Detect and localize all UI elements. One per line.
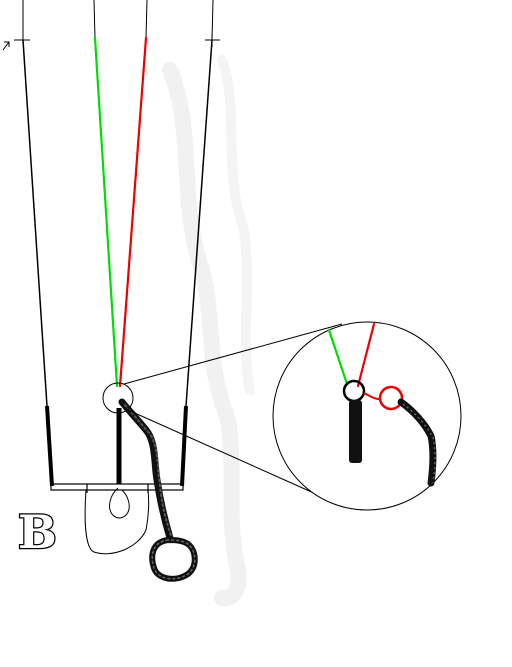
inset-circle: [272, 321, 462, 511]
cord-body: [118, 398, 174, 542]
inset-green-line: [327, 328, 349, 386]
base-inner-loop: [109, 487, 130, 519]
threads: [93, 36, 148, 388]
inset-red-line: [356, 322, 376, 388]
faint-mark: [217, 55, 255, 395]
base-rail: [50, 483, 184, 491]
inset-red-ring: [378, 385, 404, 411]
tube-walls: [2, 0, 220, 487]
cord-ring-texture: [151, 539, 196, 580]
cord-texture: [124, 404, 173, 539]
zoom-indicator: [102, 323, 343, 499]
arrow-mark: [2, 41, 10, 51]
base-assembly: [50, 483, 184, 555]
faint-background-marks: [162, 55, 255, 607]
zoom-source-circle: [102, 382, 134, 414]
left-wall-thick: [45, 405, 54, 487]
inner-left-line: [93, 0, 96, 39]
base-outer-loop: [84, 489, 150, 555]
green-line: [93, 36, 119, 388]
red-line: [118, 36, 148, 388]
inset-cord: [397, 398, 437, 487]
right-wall: [185, 39, 213, 407]
left-wall: [22, 39, 48, 407]
cord: [118, 398, 198, 582]
right-wall-top: [211, 0, 214, 41]
zoom-connector-bottom: [127, 409, 326, 499]
panel-label: B: [18, 505, 57, 559]
magnified-inset: [272, 321, 462, 511]
faint-mark: [162, 62, 247, 607]
right-wall-thick: [180, 405, 188, 487]
inset-post: [349, 400, 362, 463]
inset-cord-texture: [402, 403, 436, 484]
inner-right-line: [145, 0, 148, 39]
zoom-connector-top: [123, 323, 343, 385]
